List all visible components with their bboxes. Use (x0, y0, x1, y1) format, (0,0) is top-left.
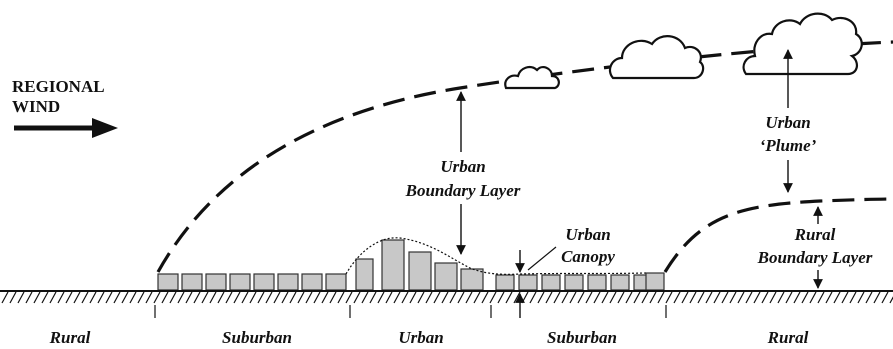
zone-label-suburban-left: Suburban (222, 328, 292, 347)
rbl-label-line1: Rural (794, 225, 836, 244)
plume-label-line1: Urban (765, 113, 810, 132)
rbl-label-line2: Boundary Layer (757, 248, 873, 267)
cloud-large-icon (742, 12, 863, 76)
cloud-medium-icon (608, 35, 705, 80)
buildings-suburban-right (495, 272, 665, 291)
ubl-label-line1: Urban (440, 157, 485, 176)
urban-boundary-layer-curve (156, 40, 893, 273)
canopy-label-line1: Urban (565, 225, 610, 244)
plume-label-line2: ‘Plume’ (760, 136, 817, 155)
ground-hatching (1, 291, 893, 304)
regional-wind-label-line2: WIND (12, 97, 60, 116)
rural-boundary-layer-curve (663, 197, 893, 273)
zone-dividers (154, 305, 667, 318)
zone-label-suburban-right: Suburban (547, 328, 617, 347)
ubl-label-line2: Boundary Layer (405, 181, 521, 200)
zone-label-rural-right: Rural (767, 328, 809, 347)
wind-arrow-icon (14, 118, 118, 138)
canopy-pointer (527, 246, 557, 271)
zone-label-rural-left: Rural (49, 328, 91, 347)
buildings-urban (355, 239, 484, 291)
urban-canopy-outline (345, 237, 647, 275)
cloud-small-icon (504, 66, 560, 90)
canopy-label-line2: Canopy (561, 247, 615, 266)
buildings-suburban-left (157, 273, 347, 291)
zone-label-urban: Urban (398, 328, 443, 347)
regional-wind-label-line1: REGIONAL (12, 77, 105, 96)
